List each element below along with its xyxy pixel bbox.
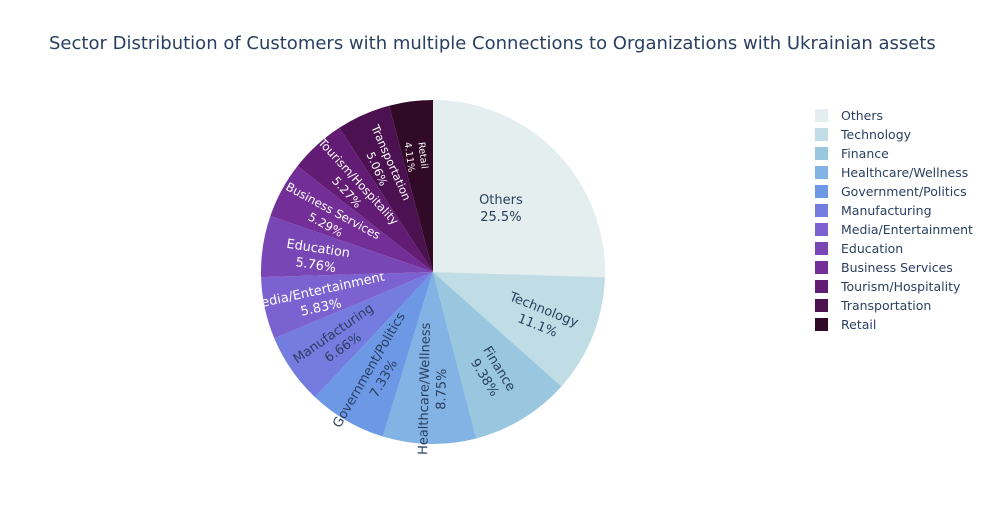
legend-item-tourism-hospitality[interactable]: Tourism/Hospitality [815,277,973,296]
slice-label-percent: 8.75% [434,368,450,410]
legend-swatch [815,166,828,179]
slice-label-percent: 5.76% [294,255,337,276]
legend-swatch [815,185,828,198]
legend-label: Healthcare/Wellness [841,165,969,180]
legend-swatch [815,204,828,217]
slice-label-percent: 4.11% [402,141,417,172]
slice-label-percent: 25.5% [480,210,521,225]
pie-slice-media-entertainment[interactable] [261,272,433,339]
legend-item-retail[interactable]: Retail [815,315,973,334]
legend-swatch [815,147,828,160]
slice-label-name: Others [479,193,523,208]
legend-item-finance[interactable]: Finance [815,144,973,163]
legend-label: Education [841,241,904,256]
legend-item-technology[interactable]: Technology [815,125,973,144]
legend-swatch [815,242,828,255]
legend-label: Transportation [841,298,932,313]
legend-label: Finance [841,146,889,161]
pie-slice-education[interactable] [261,216,433,278]
legend-swatch [815,223,828,236]
legend-swatch [815,318,828,331]
legend-label: Media/Entertainment [841,222,973,237]
slice-label-name: Retail [415,141,429,169]
legend-label: Manufacturing [841,203,932,218]
legend-label: Government/Politics [841,184,967,199]
pie-slice-healthcare-wellness[interactable] [382,272,477,444]
legend-item-others[interactable]: Others [815,106,973,125]
legend-label: Business Services [841,260,953,275]
chart-title: Sector Distribution of Customers with mu… [49,33,936,54]
legend-item-government-politics[interactable]: Government/Politics [815,182,973,201]
legend-swatch [815,261,828,274]
legend-swatch [815,299,828,312]
legend-swatch [815,280,828,293]
legend-label: Technology [841,127,912,142]
legend-item-transportation[interactable]: Transportation [815,296,973,315]
legend-item-education[interactable]: Education [815,239,973,258]
pie-slice-others[interactable] [433,100,605,278]
pie-slice-finance[interactable] [433,272,562,439]
pie-slice-tourism-hospitality[interactable] [297,127,433,272]
slice-label-name: Healthcare/Wellness [416,322,434,455]
legend-item-business-services[interactable]: Business Services [815,258,973,277]
pie-slice-manufacturing[interactable] [274,272,433,398]
pie-slice-transportation[interactable] [339,105,433,272]
pie-slice-retail[interactable] [389,100,433,272]
legend-item-manufacturing[interactable]: Manufacturing [815,201,973,220]
legend-item-healthcare-wellness[interactable]: Healthcare/Wellness [815,163,973,182]
legend-swatch [815,128,828,141]
legend-swatch [815,109,828,122]
legend-item-media-entertainment[interactable]: Media/Entertainment [815,220,973,239]
pie-slice-technology[interactable] [433,272,605,387]
legend-label: Others [841,108,884,123]
pie-slice-business-services[interactable] [270,166,433,272]
pie-slice-government-politics[interactable] [314,272,433,437]
legend-label: Retail [841,317,877,332]
legend-label: Tourism/Hospitality [841,279,961,294]
slice-label-others: Others 25.5% [479,193,523,225]
